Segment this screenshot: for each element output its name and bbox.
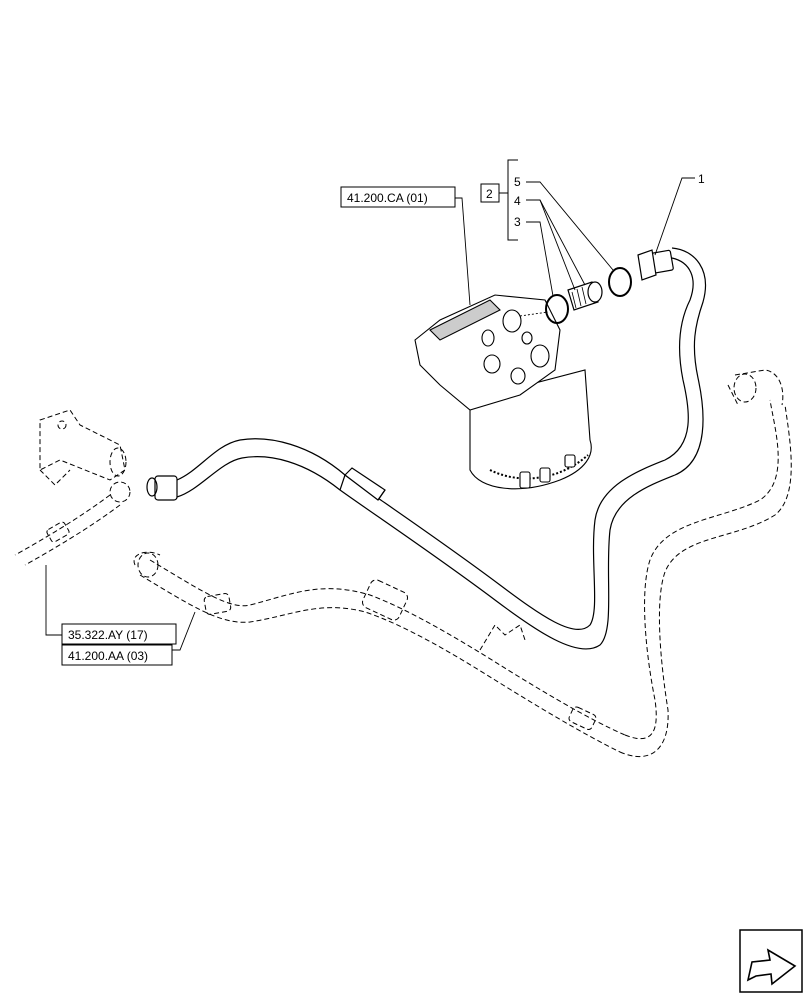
adapter-4 [567, 281, 603, 311]
item-4-label: 4 [514, 194, 521, 208]
o-ring-5 [608, 267, 632, 297]
callout-steering-unit-ref[interactable]: 41.200.CA (01) [340, 186, 456, 208]
item-3-label: 3 [514, 215, 521, 229]
ref-41200aa-label: 41.200.AA (03) [68, 649, 148, 663]
kit-bracket [499, 159, 518, 241]
ref-35322-label: 35.322.AY (17) [68, 628, 148, 642]
leader-lines [45, 177, 695, 651]
item-5-label: 5 [514, 175, 521, 189]
steering-unit-ref-label: 41.200.CA (01) [347, 191, 428, 205]
phantom-pipes [14, 369, 792, 757]
callout-35322-ref[interactable]: 35.322.AY (17) [61, 623, 177, 645]
kit-number-label: 2 [486, 187, 493, 201]
callout-41200aa-ref[interactable]: 41.200.AA (03) [61, 644, 173, 666]
main-pipe [146, 247, 707, 650]
item-1-label: 1 [698, 172, 705, 186]
callout-kit-number[interactable]: 2 [480, 183, 500, 203]
steering-unit [414, 294, 592, 490]
o-ring-3 [545, 294, 569, 324]
next-page-arrow-icon[interactable] [739, 929, 803, 993]
